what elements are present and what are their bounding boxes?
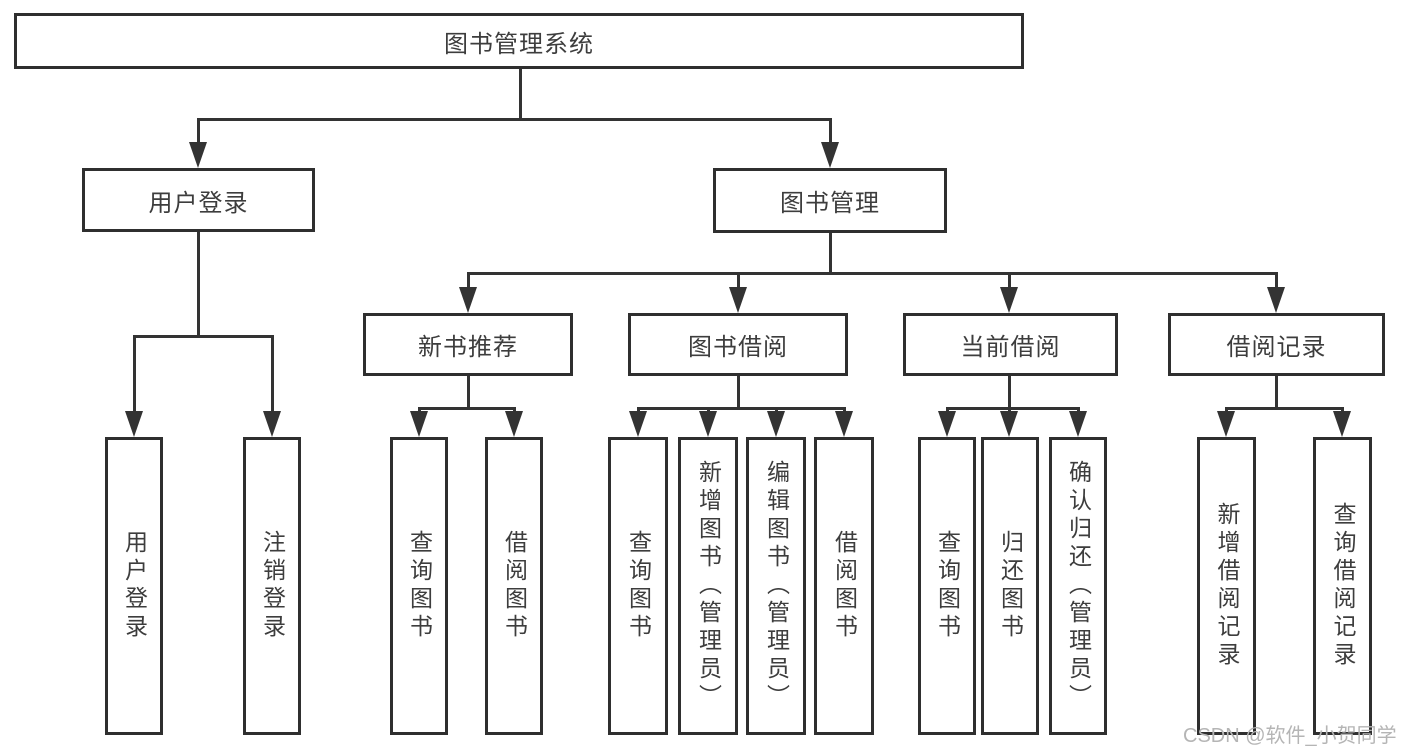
- connector-line: [637, 407, 640, 411]
- connector-line: [1008, 376, 1011, 408]
- connector-line: [133, 335, 136, 411]
- connector-line: [197, 232, 200, 336]
- connector-line: [467, 376, 470, 408]
- connector-line: [843, 407, 846, 411]
- leaf-confirm-return-admin-label: 确认归还（管理员）: [1065, 460, 1092, 712]
- leaf-edit-book-admin: 编辑图书（管理员）: [746, 437, 806, 735]
- leaf-newbook-query-books: 查询图书: [390, 437, 448, 735]
- connector-line: [519, 69, 522, 119]
- connector-line: [467, 272, 1277, 275]
- connector-line: [133, 335, 273, 338]
- leaf-confirm-return-admin: 确认归还（管理员）: [1049, 437, 1107, 735]
- leaf-borrow-query-books-label: 查询图书: [625, 530, 652, 642]
- connector-line: [418, 407, 515, 410]
- leaf-add-borrow-record: 新增借阅记录: [1197, 437, 1256, 735]
- arrow-down-icon: [729, 287, 747, 313]
- connector-line: [1275, 272, 1278, 287]
- leaf-edit-book-admin-label: 编辑图书（管理员）: [763, 460, 790, 712]
- leaf-logout: 注销登录: [243, 437, 301, 735]
- arrow-down-icon: [1000, 411, 1018, 437]
- connector-line: [197, 118, 200, 142]
- connector-line: [1225, 407, 1343, 410]
- arrow-down-icon: [125, 411, 143, 437]
- arrow-down-icon: [505, 411, 523, 437]
- connector-line: [707, 407, 710, 411]
- arrow-down-icon: [1217, 411, 1235, 437]
- connector-line: [946, 407, 949, 411]
- connector-line: [467, 272, 470, 287]
- connector-line: [1008, 272, 1011, 287]
- arrow-down-icon: [1069, 411, 1087, 437]
- leaf-logout-label: 注销登录: [259, 530, 286, 642]
- arrow-down-icon: [835, 411, 853, 437]
- node-borrow-records: 借阅记录: [1168, 313, 1385, 376]
- arrow-down-icon: [1000, 287, 1018, 313]
- arrow-down-icon: [263, 411, 281, 437]
- arrow-down-icon: [1333, 411, 1351, 437]
- arrow-down-icon: [459, 287, 477, 313]
- leaf-add-book-admin: 新增图书（管理员）: [678, 437, 738, 735]
- leaf-newbook-borrow-books-label: 借阅图书: [501, 530, 528, 642]
- connector-line: [1225, 407, 1228, 411]
- leaf-current-query-books: 查询图书: [918, 437, 976, 735]
- arrow-down-icon: [821, 142, 839, 168]
- leaf-newbook-borrow-books: 借阅图书: [485, 437, 543, 735]
- arrow-down-icon: [189, 142, 207, 168]
- node-root-label: 图书管理系统: [444, 30, 594, 58]
- leaf-add-borrow-record-label: 新增借阅记录: [1214, 502, 1240, 670]
- node-borrow-records-label: 借阅记录: [1226, 334, 1327, 361]
- connector-line: [1077, 407, 1080, 411]
- connector-line: [829, 233, 832, 273]
- leaf-newbook-query-books-label: 查询图书: [406, 530, 433, 642]
- node-book-management: 图书管理: [713, 168, 947, 233]
- node-book-borrow: 图书借阅: [628, 313, 848, 376]
- connector-line: [1008, 407, 1011, 411]
- arrow-down-icon: [1267, 287, 1285, 313]
- connector-line: [737, 272, 740, 287]
- leaf-current-query-books-label: 查询图书: [934, 530, 961, 642]
- node-root: 图书管理系统: [14, 13, 1024, 69]
- node-current-borrow: 当前借阅: [903, 313, 1118, 376]
- arrow-down-icon: [699, 411, 717, 437]
- connector-line: [513, 407, 516, 411]
- node-user-login-label: 用户登录: [148, 189, 249, 217]
- arrow-down-icon: [410, 411, 428, 437]
- connector-line: [418, 407, 421, 411]
- node-book-management-label: 图书管理: [780, 190, 880, 217]
- leaf-query-borrow-record-label: 查询借阅记录: [1330, 502, 1356, 670]
- connector-line: [1275, 376, 1278, 408]
- connector-line: [829, 118, 832, 142]
- leaf-user-login-label: 用户登录: [121, 530, 148, 642]
- arrow-down-icon: [629, 411, 647, 437]
- leaf-return-book-label: 归还图书: [997, 530, 1024, 642]
- csdn-watermark: CSDN @软件_小贺同学: [1183, 725, 1397, 747]
- connector-line: [775, 407, 778, 411]
- node-book-borrow-label: 图书借阅: [688, 334, 788, 361]
- leaf-user-login: 用户登录: [105, 437, 163, 735]
- connector-line: [946, 407, 1079, 410]
- arrow-down-icon: [938, 411, 956, 437]
- arrow-down-icon: [767, 411, 785, 437]
- leaf-add-book-admin-label: 新增图书（管理员）: [695, 460, 722, 712]
- connector-line: [271, 335, 274, 411]
- leaf-borrow-books-label: 借阅图书: [831, 530, 858, 642]
- connector-line: [637, 407, 845, 410]
- node-current-borrow-label: 当前借阅: [960, 334, 1061, 361]
- node-user-login: 用户登录: [82, 168, 315, 232]
- leaf-borrow-books: 借阅图书: [814, 437, 874, 735]
- leaf-query-borrow-record: 查询借阅记录: [1313, 437, 1372, 735]
- connector-line: [1341, 407, 1344, 411]
- connector-line: [737, 376, 740, 408]
- connector-line: [197, 118, 832, 121]
- node-new-book-recommend: 新书推荐: [363, 313, 573, 376]
- node-new-book-recommend-label: 新书推荐: [418, 334, 518, 361]
- leaf-return-book: 归还图书: [981, 437, 1039, 735]
- leaf-borrow-query-books: 查询图书: [608, 437, 668, 735]
